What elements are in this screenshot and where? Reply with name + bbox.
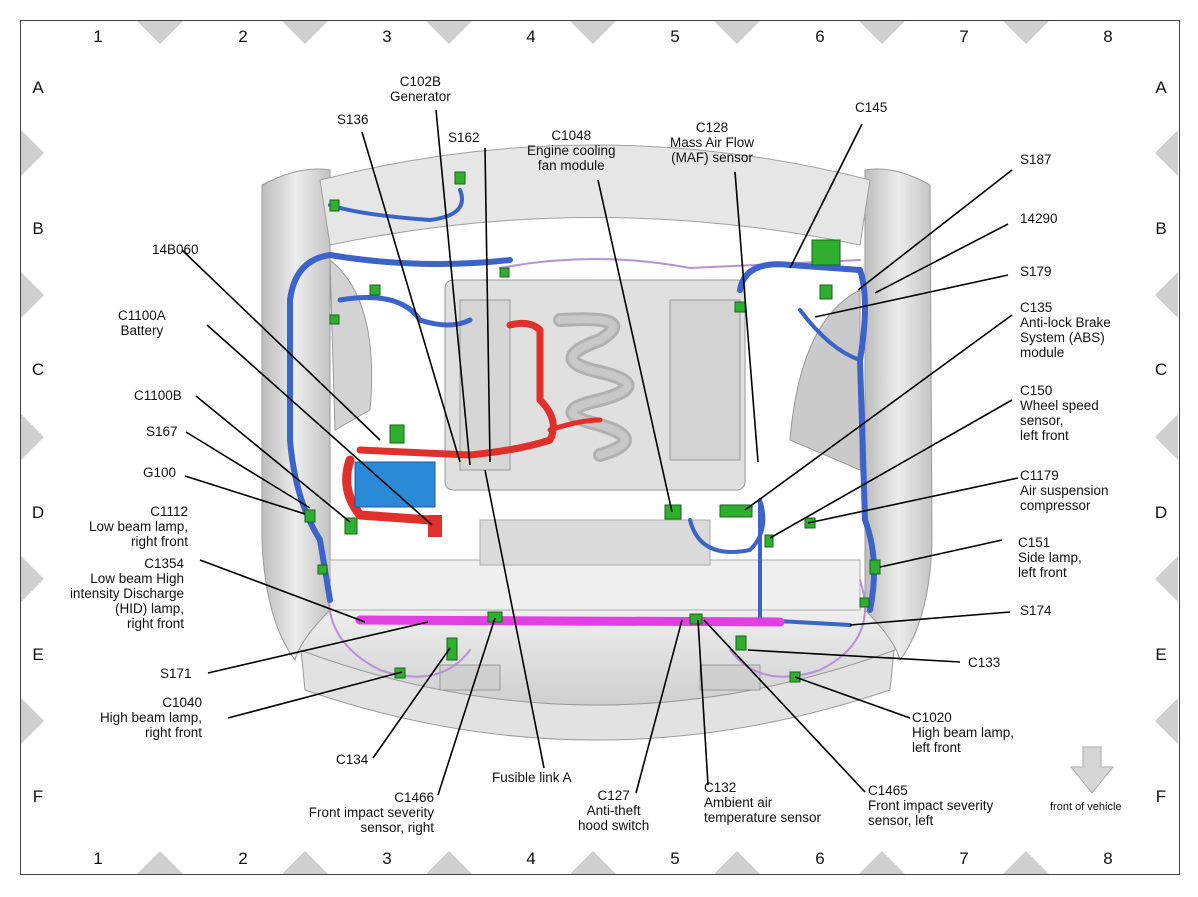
grid-row-right-e: E xyxy=(1155,645,1167,664)
front-arrow-icon xyxy=(1069,746,1115,794)
label-14290: 14290 xyxy=(1020,211,1058,226)
label-c1100b: C1100B xyxy=(134,388,182,403)
grid-col-bottom-1: 1 xyxy=(93,849,103,868)
grid-col-bottom-4: 4 xyxy=(526,849,536,868)
label-fusible-link-a: Fusible link A xyxy=(492,770,572,785)
connectors xyxy=(304,171,881,683)
label-s167: S167 xyxy=(146,424,178,439)
front-of-vehicle-label: front of vehicle xyxy=(1050,801,1122,813)
grid-row-right-f: F xyxy=(1155,787,1167,806)
grid-col-bottom-6: 6 xyxy=(815,849,825,868)
grid-col-top-6: 6 xyxy=(815,27,825,46)
battery xyxy=(354,461,442,537)
label-s171: S171 xyxy=(160,666,192,681)
grid-col-top-7: 7 xyxy=(959,27,969,46)
grid-markers xyxy=(21,21,1178,874)
leader-lines xyxy=(181,109,1019,796)
vehicle-front-body xyxy=(261,144,933,741)
label-s174: S174 xyxy=(1020,603,1052,618)
grid-col-bottom-8: 8 xyxy=(1103,849,1113,868)
grid-row-right-b: B xyxy=(1155,219,1167,238)
grid-col-bottom-7: 7 xyxy=(959,849,969,868)
grid-col-bottom-5: 5 xyxy=(670,849,680,868)
grid-row-left-e: E xyxy=(32,645,44,664)
grid-row-left-c: C xyxy=(31,360,45,379)
grid-row-right-a: A xyxy=(1155,78,1167,97)
grid-col-top-2: 2 xyxy=(238,27,248,46)
label-c134: C134 xyxy=(336,752,369,767)
grid-row-left-f: F xyxy=(32,787,44,806)
grid-row-left-d: D xyxy=(31,503,45,522)
label-s136: S136 xyxy=(337,112,369,127)
label-14b060: 14B060 xyxy=(152,242,199,257)
grid-row-right-d: D xyxy=(1154,503,1168,522)
grid-row-left-a: A xyxy=(32,78,44,97)
grid-row-left-b: B xyxy=(32,219,44,238)
label-c145: C145 xyxy=(855,100,888,115)
grid-col-top-8: 8 xyxy=(1103,27,1113,46)
grid-col-top-5: 5 xyxy=(670,27,680,46)
grid-col-top-3: 3 xyxy=(382,27,392,46)
grid-row-right-c: C xyxy=(1154,360,1168,379)
label-s187: S187 xyxy=(1020,152,1052,167)
label-s162: S162 xyxy=(448,130,480,145)
grid-col-top-1: 1 xyxy=(93,27,103,46)
label-g100: G100 xyxy=(143,465,177,480)
grid-col-bottom-3: 3 xyxy=(382,849,392,868)
grid-col-top-4: 4 xyxy=(526,27,536,46)
label-c133: C133 xyxy=(968,655,1001,670)
label-s179: S179 xyxy=(1020,264,1052,279)
grid-col-bottom-2: 2 xyxy=(238,849,248,868)
